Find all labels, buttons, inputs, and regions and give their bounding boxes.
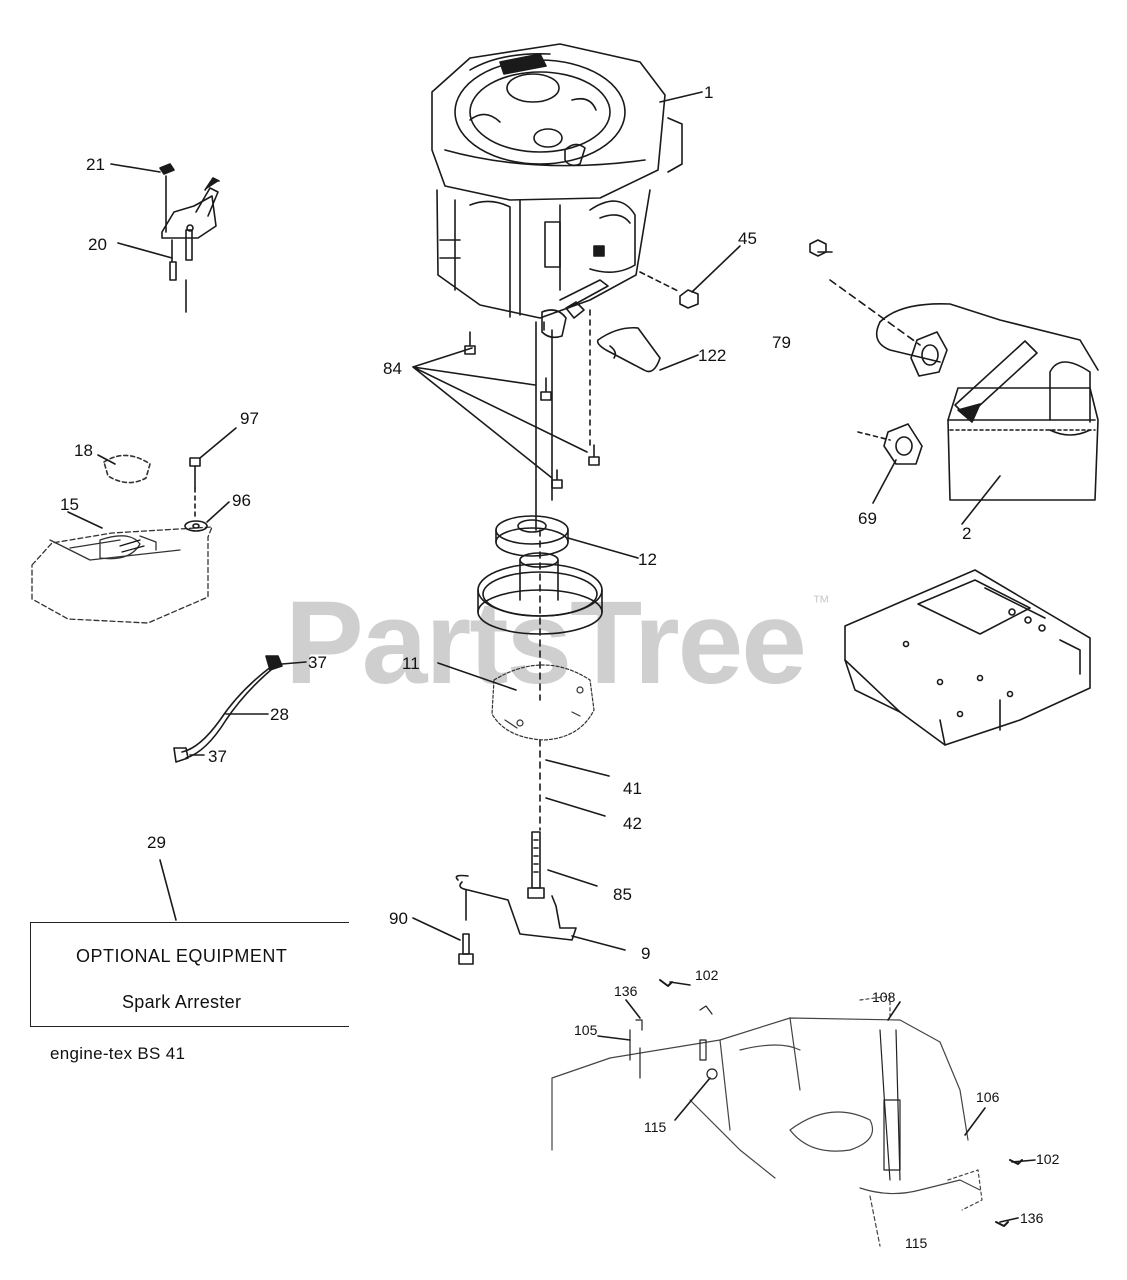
callout-1: 1 bbox=[704, 83, 714, 102]
callout-28: 28 bbox=[270, 705, 289, 724]
callout-12: 12 bbox=[638, 550, 657, 569]
mower-deck bbox=[551, 995, 983, 1247]
callout-15: 15 bbox=[60, 495, 79, 514]
callout-18: 18 bbox=[74, 441, 93, 460]
callout-96: 96 bbox=[232, 491, 251, 510]
callout-29: 29 bbox=[147, 833, 166, 852]
clutch-11 bbox=[491, 664, 595, 741]
callout-45: 45 bbox=[738, 229, 757, 248]
callout-136-top: 136 bbox=[614, 983, 638, 999]
callout-41: 41 bbox=[623, 779, 642, 798]
callout-42: 42 bbox=[623, 814, 642, 833]
engine-mount-plate bbox=[844, 569, 1091, 746]
callout-105: 105 bbox=[574, 1022, 598, 1038]
callout-115-mid: 115 bbox=[644, 1119, 667, 1135]
callout-2: 2 bbox=[962, 524, 972, 543]
callout-37-upper: 37 bbox=[308, 653, 327, 672]
callout-79: 79 bbox=[772, 333, 791, 352]
callout-90: 90 bbox=[389, 909, 408, 928]
callout-136-right: 136 bbox=[1020, 1210, 1044, 1226]
callout-102-right: 102 bbox=[1036, 1151, 1060, 1167]
optional-equipment-box bbox=[30, 922, 349, 1027]
watermark-trademark: ™ bbox=[812, 592, 830, 612]
callout-20: 20 bbox=[88, 235, 107, 254]
callout-115-bottom: 115 bbox=[905, 1235, 928, 1251]
pulley-12 bbox=[495, 515, 569, 557]
callout-85: 85 bbox=[613, 885, 632, 904]
fuel-tank bbox=[31, 526, 213, 624]
engine-part bbox=[431, 43, 683, 339]
diagram-reference: engine-tex BS 41 bbox=[50, 1044, 186, 1063]
watermark: PartsTree bbox=[285, 577, 807, 709]
callout-102-top: 102 bbox=[695, 967, 719, 983]
callout-122: 122 bbox=[698, 346, 727, 365]
callout-9: 9 bbox=[641, 944, 651, 963]
optional-equipment-item: Spark Arrester bbox=[122, 992, 242, 1012]
pulley-large bbox=[477, 552, 603, 635]
callout-84: 84 bbox=[383, 359, 402, 378]
callout-106: 106 bbox=[976, 1089, 1000, 1105]
callout-108: 108 bbox=[872, 989, 896, 1005]
callout-21: 21 bbox=[86, 155, 105, 174]
bolts-84 bbox=[464, 331, 600, 489]
callout-69: 69 bbox=[858, 509, 877, 528]
callout-11: 11 bbox=[402, 654, 420, 673]
callout-97: 97 bbox=[240, 409, 259, 428]
muffler-part bbox=[875, 303, 1099, 501]
throttle-control bbox=[159, 163, 220, 313]
optional-equipment-title: OPTIONAL EQUIPMENT bbox=[76, 946, 288, 966]
callout-37-lower: 37 bbox=[208, 747, 227, 766]
